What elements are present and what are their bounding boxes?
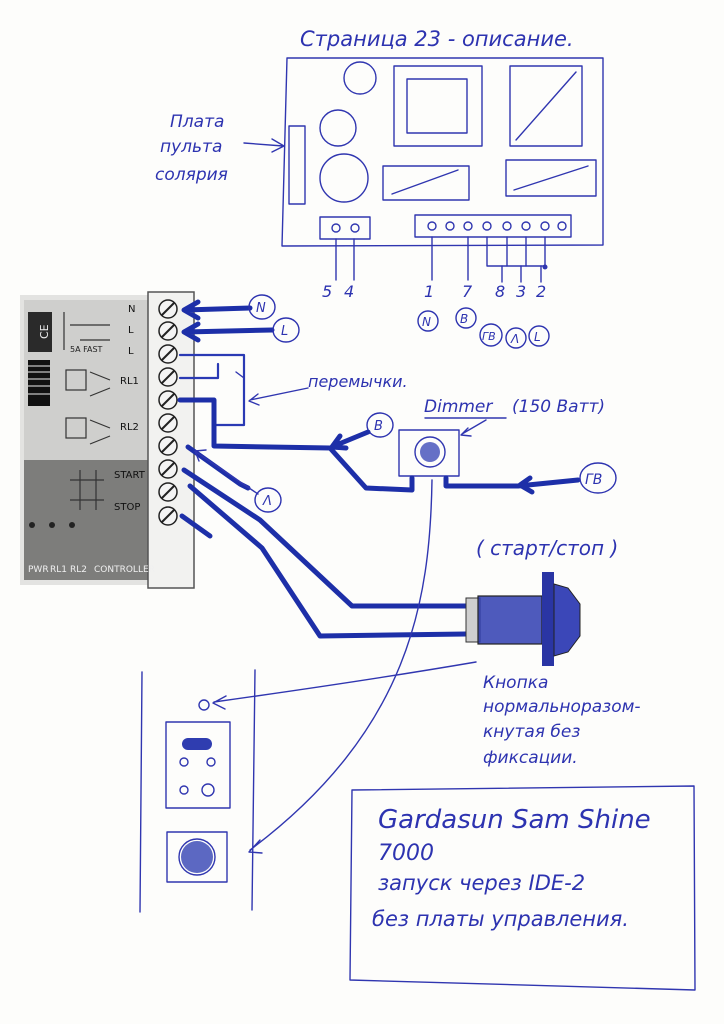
terminal-circle-n: N (422, 315, 431, 329)
b-arrow (329, 429, 371, 451)
fuse-label: 5A FAST (70, 345, 103, 354)
controller-label-pwr: PWR (28, 565, 49, 575)
terminal-number: 5 (322, 282, 332, 301)
dimmer-wire (327, 445, 415, 493)
jumpers-label: перемычки. (308, 372, 408, 391)
board-label-line1: Плата (170, 112, 224, 132)
board-component (382, 165, 470, 201)
terminal-number: 8 (495, 282, 505, 301)
button-desc-line1: Кнопка (483, 673, 548, 693)
jumper-arrow-icon (248, 387, 309, 406)
terminal-circle-gv: ГВ (482, 330, 496, 343)
lambda-circle-label: Λ (262, 494, 272, 509)
ce-mark: CE (38, 324, 51, 339)
controller-label-rl2: RL2 (120, 422, 139, 433)
board-terminal-block-left (319, 216, 371, 240)
note-box: Gardasun Sam Shine 7000 запуск через IDE… (349, 785, 696, 991)
note-line4: без платы управления. (372, 907, 629, 931)
board-terminal-block-right (414, 214, 572, 238)
controller-label-rl2-led: RL2 (70, 565, 87, 575)
terminal-number: 7 (462, 282, 473, 301)
board-component (505, 159, 597, 197)
indicator-led-icon (198, 699, 210, 711)
button-pointer-line (212, 661, 477, 710)
solarium-panel-sketch (139, 669, 256, 913)
terminal-circle-b: B (460, 312, 468, 326)
rl2-to-b-wire (177, 397, 333, 451)
dimmer-arrow-icon (460, 419, 487, 437)
controller-label-l1: L (128, 325, 134, 336)
dimmer-label: Dimmer (424, 397, 493, 417)
terminal-number: 3 (516, 282, 526, 301)
board-component (288, 125, 306, 205)
page-title: Страница 23 - описание. (300, 27, 574, 51)
panel-display (165, 721, 231, 809)
start-wire (181, 467, 473, 609)
controller-label-name: CONTROLLER (94, 565, 155, 575)
gv-circle-label: ГВ (585, 472, 602, 488)
dimmer-power-label: (150 Ватт) (512, 397, 605, 417)
terminal-number: 4 (344, 282, 354, 301)
board-arrow-icon (243, 138, 285, 153)
board-component (509, 65, 583, 147)
lambda-wire (185, 444, 251, 491)
button-desc-line4: фиксации. (483, 748, 578, 768)
board-label-line2: пульта (160, 137, 222, 157)
dimmer-pointer-line (248, 479, 433, 854)
controller-label-rl1-led: RL1 (50, 565, 67, 575)
push-button (465, 572, 581, 666)
board-component (319, 109, 357, 147)
l-wire (181, 321, 275, 343)
board-label-line3: солярия (155, 165, 228, 185)
n-wire (181, 299, 253, 321)
note-line1: Gardasun Sam Shine (378, 805, 651, 835)
controller-label-n: N (128, 304, 135, 315)
controller-terminals (158, 299, 178, 526)
button-desc-line3: кнутая без (483, 722, 580, 742)
n-circle-label: N (256, 301, 266, 316)
terminal-number: 1 (424, 282, 434, 301)
dimmer (398, 429, 460, 477)
board-component (393, 65, 483, 147)
panel-dimmer-knob (166, 831, 228, 883)
controller-label-stop: STOP (114, 502, 140, 513)
note-line2: 7000 (378, 841, 434, 866)
controller-label-rl1: RL1 (120, 376, 139, 387)
stop-wire (187, 483, 469, 639)
l-circle-label: L (281, 324, 288, 339)
button-desc-line2: нормальноразом- (483, 697, 641, 717)
controller-module: CE 5A FAST N L L RL1 RL2 START STOP (20, 291, 195, 589)
board-component (319, 153, 369, 203)
controller-label-l2: L (128, 346, 134, 357)
control-board-sketch (281, 57, 604, 283)
board-component (343, 61, 377, 95)
b-circle-label: B (374, 419, 383, 434)
jumper-wire (178, 353, 246, 427)
note-line3: запуск через IDE-2 (378, 871, 585, 895)
terminal-circle-l: L (534, 330, 541, 344)
start-stop-label: ( старт/стоп ) (476, 536, 618, 560)
gv-arrow (515, 475, 581, 495)
jumper-wire (178, 362, 220, 380)
terminal-circle-lambda: Λ (510, 332, 519, 346)
terminal-number: 2 (536, 282, 546, 301)
dimmer-gv-wire (443, 475, 521, 489)
controller-label-start: START (114, 470, 146, 481)
